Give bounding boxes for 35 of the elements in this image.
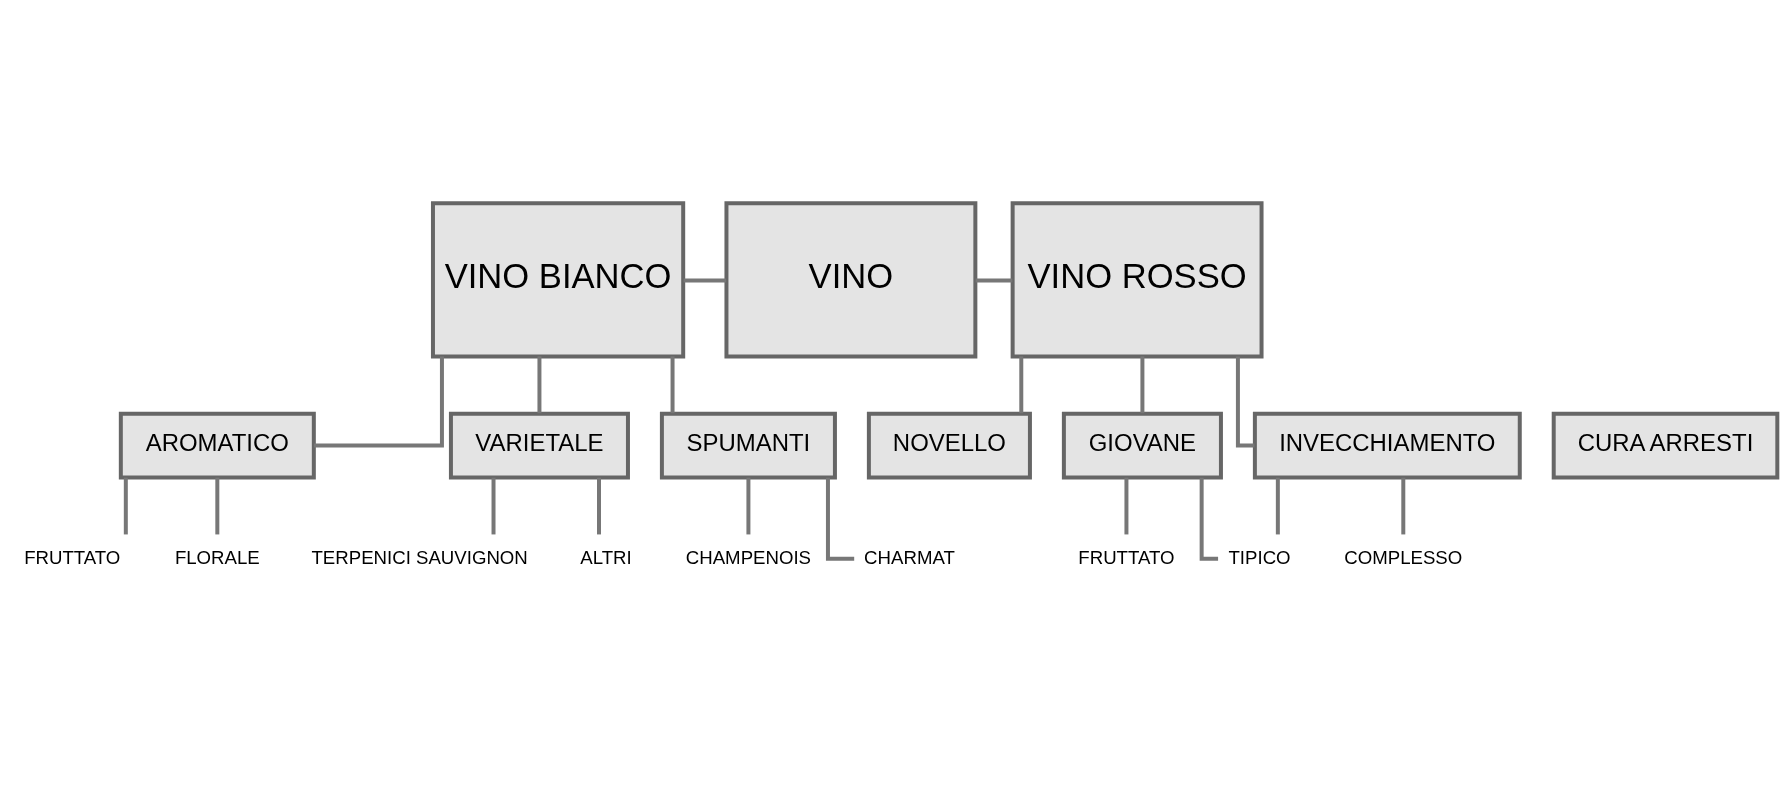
node-text: ALTRI	[580, 546, 632, 568]
connector	[670, 356, 675, 414]
connector	[537, 356, 542, 414]
node-box: NOVELLO	[866, 411, 1032, 480]
node-box: VINO	[724, 201, 978, 359]
node-box: GIOVANE	[1061, 411, 1223, 480]
connector	[215, 477, 220, 535]
connector	[1124, 477, 1129, 535]
node-text: FRUTTATO	[24, 546, 121, 568]
node-text: COMPLESSO	[1344, 546, 1463, 568]
node-box: INVECCHIAMENTO	[1252, 411, 1522, 480]
connector	[1275, 477, 1280, 535]
node-box: SPUMANTI	[659, 411, 837, 480]
connector	[975, 278, 1013, 283]
connector	[313, 356, 444, 448]
connector	[1019, 356, 1024, 414]
connector	[1401, 477, 1406, 535]
node-box: CURA ARRESTI	[1551, 411, 1780, 480]
node-text: FLORALE	[174, 546, 260, 568]
node-box: VARIETALE	[448, 411, 630, 480]
connector	[1140, 356, 1145, 414]
connector	[683, 278, 727, 283]
connector	[1235, 356, 1255, 448]
node-text: TERPENICI SAUVIGNON	[311, 546, 528, 568]
node-box: AROMATICO	[118, 411, 316, 480]
node-text: CHAMPENOIS	[685, 546, 812, 568]
node-box: VINO BIANCO	[430, 201, 686, 359]
node-text: TIPICO	[1228, 546, 1291, 568]
connector	[597, 477, 601, 535]
connector	[491, 477, 496, 535]
node-box: VINO ROSSO	[1010, 201, 1264, 359]
connector	[123, 477, 128, 535]
connector	[746, 477, 751, 535]
node-text: FRUTTATO	[1078, 546, 1175, 568]
node-text: CHARMAT	[864, 546, 955, 568]
